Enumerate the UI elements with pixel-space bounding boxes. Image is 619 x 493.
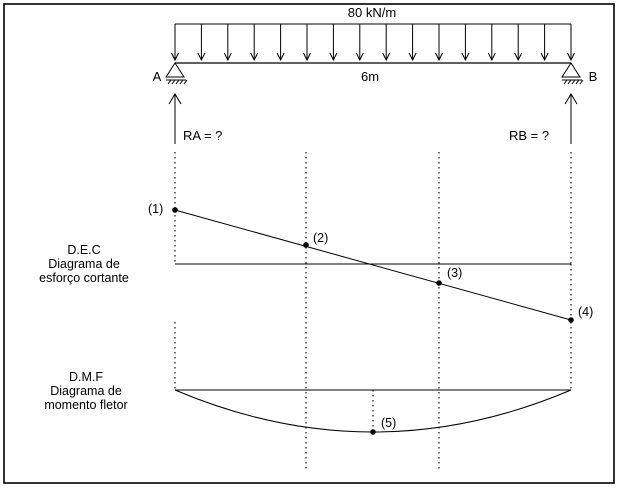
support-b-icon <box>561 62 584 85</box>
load-arrowhead-icon <box>461 52 470 62</box>
reaction-b-label: RB = ? <box>509 128 549 143</box>
reaction-a-label: RA = ? <box>183 128 222 143</box>
dec-point-3 <box>436 280 442 286</box>
load-arrowhead-icon <box>171 52 179 62</box>
dmf-subtitle-1: Diagrama de <box>50 384 122 398</box>
reaction-a-arrow-icon <box>168 93 182 144</box>
dec-subtitle-1: Diagrama de <box>48 257 120 271</box>
reaction-b-arrow-icon <box>564 93 578 144</box>
shear-line <box>174 209 572 321</box>
dmf-subtitle-2: momento fletor <box>44 398 127 412</box>
shear-diagram <box>174 209 572 321</box>
dmf-point-5 <box>370 429 376 435</box>
load-arrowhead-icon <box>303 52 311 62</box>
load-arrowhead-icon <box>435 52 443 62</box>
load-arrowhead-icon <box>250 52 259 62</box>
dec-subtitle-2: esforço cortante <box>39 271 129 285</box>
figure-border <box>3 3 615 484</box>
span-label: 6m <box>361 69 379 84</box>
load-arrowhead-icon <box>223 52 232 62</box>
support-a-icon <box>165 62 188 85</box>
dmf-point-5-label: (5) <box>381 416 396 430</box>
load-arrowhead-icon <box>514 52 523 62</box>
dec-point-2 <box>303 242 309 248</box>
load-arrowhead-icon <box>487 52 496 62</box>
load-arrowhead-icon <box>567 52 575 62</box>
distributed-load <box>171 23 575 62</box>
load-label: 80 kN/m <box>348 5 396 20</box>
load-arrowhead-icon <box>382 52 391 62</box>
dec-point-4 <box>568 317 574 323</box>
load-arrowhead-icon <box>540 52 549 62</box>
dec-point-1-label: (1) <box>148 202 163 216</box>
support-b-label: B <box>589 69 598 84</box>
dec-title: D.E.C <box>67 243 100 257</box>
dec-point-4-label: (4) <box>578 305 593 319</box>
load-arrows <box>171 24 575 62</box>
load-arrowhead-icon <box>408 52 417 62</box>
support-a-label: A <box>153 69 162 84</box>
load-arrowhead-icon <box>329 52 338 62</box>
load-arrowhead-icon <box>355 52 364 62</box>
load-arrowhead-icon <box>197 52 206 62</box>
dmf-title: D.M.F <box>69 370 103 384</box>
dec-point-1 <box>172 207 178 213</box>
section-guides <box>174 152 572 470</box>
load-arrowhead-icon <box>276 52 285 62</box>
dec-point-2-label: (2) <box>313 231 328 245</box>
dec-point-3-label: (3) <box>447 266 462 280</box>
